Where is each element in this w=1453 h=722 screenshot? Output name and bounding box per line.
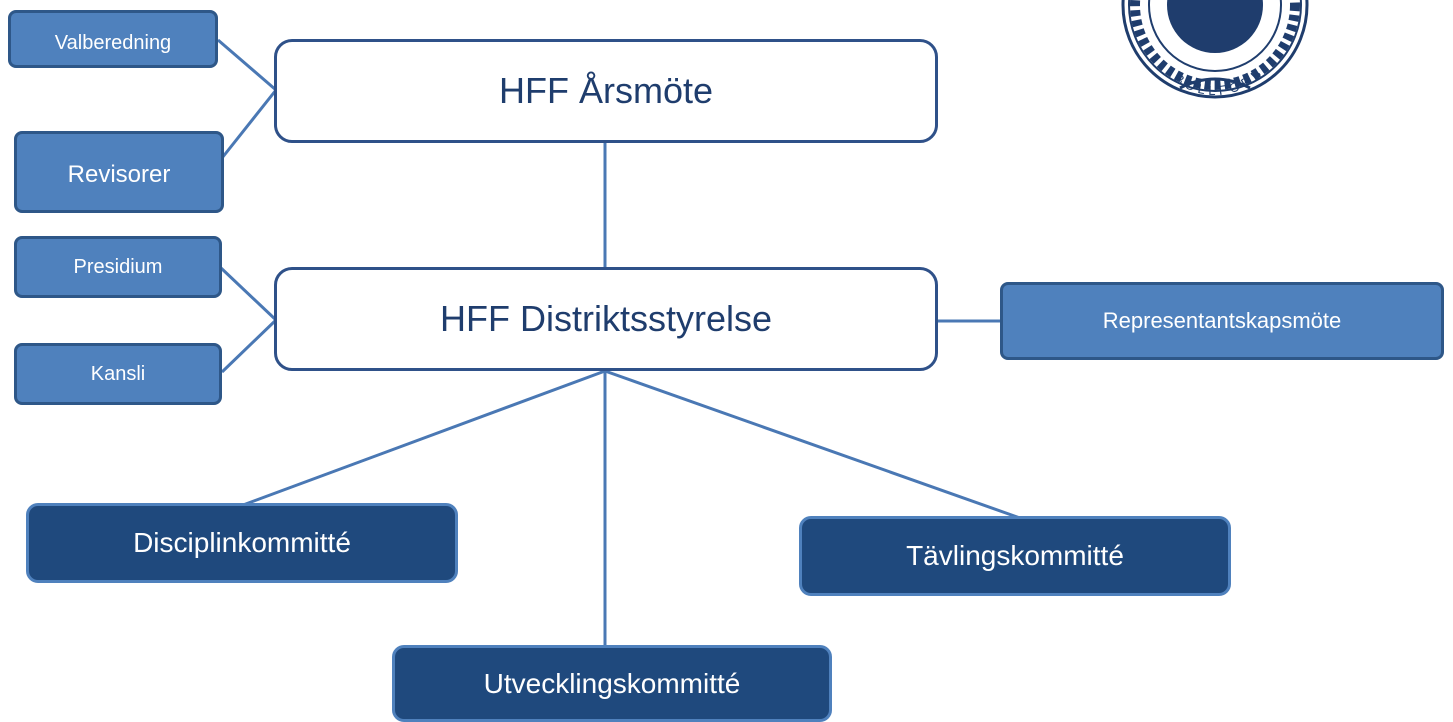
node-representantskapsmote: Representantskapsmöte: [1000, 282, 1444, 360]
node-tavlingskommitte: Tävlingskommitté: [799, 516, 1231, 596]
connector-presidium-distriktsstyrelse: [219, 266, 278, 322]
node-kansli: Kansli: [14, 343, 222, 405]
node-representantskapsmote-label: Representantskapsmöte: [1102, 308, 1342, 333]
node-kansli-label: Kansli: [90, 362, 146, 385]
connector-distriktsstyrelse-disciplinkommitte: [242, 369, 606, 507]
federation-logo: BOLLFÖRB: [1121, 0, 1309, 99]
node-distriktsstyrelse: HFF Distriktsstyrelse: [274, 267, 938, 371]
node-distriktsstyrelse-label: HFF Distriktsstyrelse: [440, 298, 772, 339]
connector-revisorer-arsmote: [220, 89, 278, 159]
node-valberedning: Valberedning: [8, 10, 218, 68]
connector-valberedning-arsmote: [217, 38, 277, 92]
node-arsmote: HFF Årsmöte: [274, 39, 938, 143]
node-valberedning-label: Valberedning: [54, 32, 172, 54]
node-presidium: Presidium: [14, 236, 222, 298]
node-presidium-label: Presidium: [73, 255, 163, 278]
node-disciplinkommitte-label: Disciplinkommitté: [133, 527, 351, 558]
node-arsmote-label: HFF Årsmöte: [498, 70, 713, 111]
node-tavlingskommitte-label: Tävlingskommitté: [906, 540, 1124, 571]
connector-distriktsstyrelse-tavlingskommitte: [604, 369, 1021, 520]
node-disciplinkommitte: Disciplinkommitté: [26, 503, 458, 583]
node-revisorer-label: Revisorer: [67, 161, 171, 188]
node-revisorer: Revisorer: [14, 131, 224, 213]
connector-kansli-distriktsstyrelse: [220, 318, 278, 374]
node-utvecklingskommitte-label: Utvecklingskommitté: [483, 667, 741, 699]
node-utvecklingskommitte: Utvecklingskommitté: [392, 645, 832, 722]
